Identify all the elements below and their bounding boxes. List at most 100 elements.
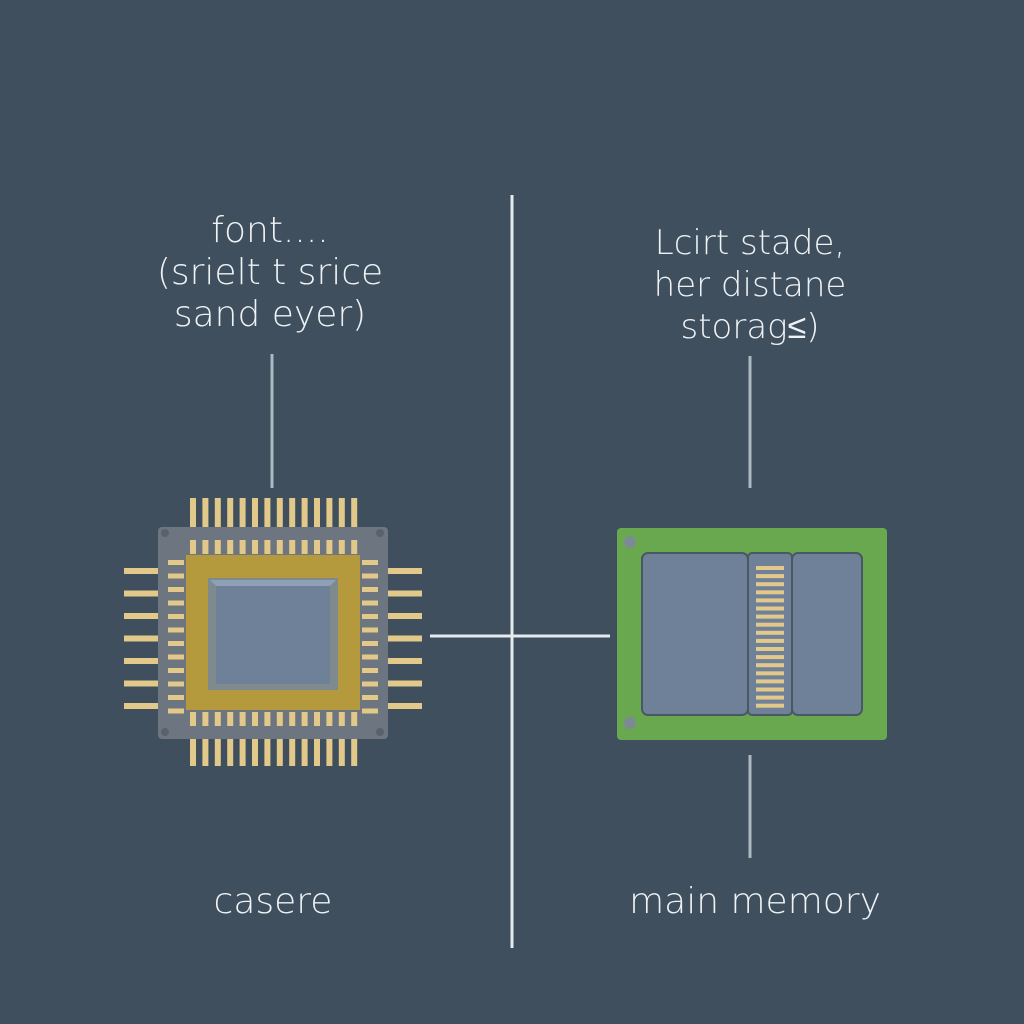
cpu-inner-pin	[289, 540, 296, 554]
cpu-inner-pin	[264, 712, 271, 726]
cpu-inner-pin	[362, 695, 378, 700]
cpu-inner-pin	[168, 668, 184, 673]
memory-contacts	[756, 566, 784, 708]
cpu-inner-pin	[168, 573, 184, 579]
cpu-pin	[202, 738, 209, 766]
cpu-pin	[124, 658, 160, 664]
cpu-inner-pin	[252, 540, 258, 554]
cpu-pin	[239, 738, 246, 766]
memory-contact	[756, 687, 784, 692]
cpu-inner-pin	[362, 654, 378, 660]
cpu-inner-pin	[168, 641, 184, 646]
cpu-chip-icon	[124, 498, 422, 766]
memory-contact	[756, 695, 784, 700]
cpu-inner-pin	[326, 540, 333, 554]
cpu-pin	[314, 498, 320, 528]
cpu-die-bevel	[210, 580, 336, 586]
cpu-inner-pin	[362, 708, 378, 714]
cpu-inner-pin	[168, 654, 184, 660]
cpu-inner-pin	[362, 641, 378, 646]
cpu-inner-pin	[362, 627, 378, 633]
cpu-inner-pin	[239, 540, 246, 554]
cpu-inner-pin	[227, 540, 234, 554]
cpu-pin	[301, 498, 308, 528]
cpu-pin	[386, 703, 422, 709]
cpu-pin	[252, 738, 258, 766]
cpu-pin	[301, 738, 308, 766]
cpu-inner-pin	[227, 712, 234, 726]
cpu-inner-pin	[202, 540, 209, 554]
cpu-inner-pin	[276, 540, 283, 554]
cpu-pin	[326, 498, 333, 528]
cpu-pin	[276, 738, 283, 766]
memory-contact	[756, 647, 784, 651]
cpu-inner-pin	[264, 540, 271, 554]
cpu-inner-pin	[362, 573, 378, 579]
cpu-pin	[338, 738, 345, 766]
cpu-pin	[338, 498, 345, 528]
memory-caption: main memory	[629, 881, 881, 922]
memory-description-label: Lcirt stade, her distane storag≤)	[653, 223, 847, 347]
cpu-inner-pin	[362, 600, 378, 606]
cpu-pin	[386, 680, 422, 687]
cpu-pin	[326, 738, 333, 766]
cpu-inner-pin	[362, 560, 378, 565]
cpu-inner-pin	[190, 540, 196, 554]
cpu-inner-pin	[168, 614, 184, 619]
cpu-pin	[227, 738, 234, 766]
cpu-inner-pin	[168, 560, 184, 565]
memory-module-icon	[617, 528, 887, 740]
cpu-inner-pin	[202, 712, 209, 726]
cpu-inner-pin	[314, 712, 320, 726]
cpu-pin	[386, 635, 422, 642]
cpu-pin	[239, 498, 246, 528]
cpu-pin	[124, 635, 160, 642]
memory-contact	[756, 655, 784, 660]
cpu-description-label: font.... (srielt t srice sand eyer)	[156, 210, 384, 335]
cpu-inner-pin	[301, 712, 308, 726]
cpu-inner-pin	[314, 540, 320, 554]
cpu-inner-pin	[239, 712, 246, 726]
cpu-pin	[227, 498, 234, 528]
cpu-inner-pin	[190, 712, 196, 726]
memory-contact	[756, 663, 784, 668]
cpu-pin	[289, 498, 296, 528]
memory-contact	[756, 679, 784, 684]
cpu-inner-pin	[168, 627, 184, 633]
cpu-pin	[124, 590, 160, 597]
cpu-pin	[276, 498, 283, 528]
cpu-pin	[351, 498, 358, 528]
memory-chip-right	[791, 552, 863, 716]
cpu-pin	[214, 498, 221, 528]
memory-contact	[756, 630, 784, 635]
cpu-inner-pin	[289, 712, 296, 726]
cpu-inner-pin	[326, 712, 333, 726]
memory-contact	[756, 606, 784, 611]
cpu-inner-pin	[362, 668, 378, 673]
cpu-caption: casere	[213, 881, 333, 922]
cpu-pin	[351, 738, 358, 766]
memory-contact	[756, 622, 784, 627]
cpu-pin	[124, 703, 160, 709]
cpu-inner-pin	[168, 695, 184, 700]
cpu-pin	[124, 568, 160, 574]
memory-contact	[756, 590, 784, 595]
cpu-pin	[252, 498, 258, 528]
memory-contact	[756, 598, 784, 603]
cpu-pin	[386, 613, 422, 619]
cpu-inner-pin	[214, 540, 221, 554]
cpu-inner-pin	[338, 712, 345, 726]
cpu-inner-pin	[351, 712, 358, 726]
cpu-inner-pin	[168, 600, 184, 606]
cpu-die	[216, 586, 330, 684]
cpu-pin	[264, 498, 271, 528]
cpu-inner-pin	[362, 614, 378, 619]
cpu-inner-pin	[168, 708, 184, 714]
cpu-pin	[214, 738, 221, 766]
cpu-inner-pin	[351, 540, 358, 554]
cpu-inner-pins	[168, 540, 378, 726]
cpu-inner-pin	[168, 681, 184, 687]
memory-contact	[756, 614, 784, 619]
